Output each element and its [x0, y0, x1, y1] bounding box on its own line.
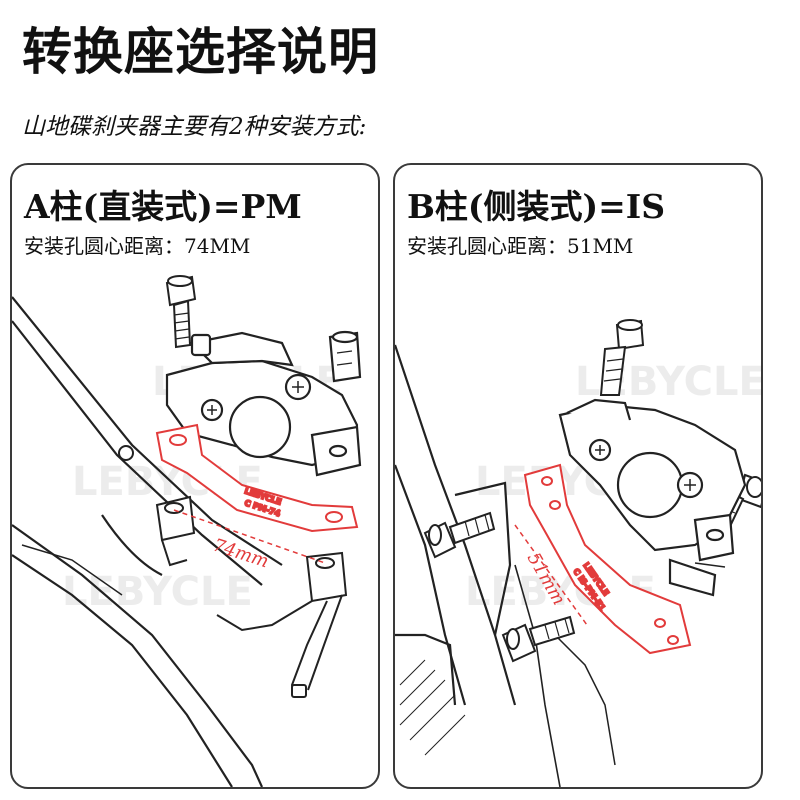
frame-tube: [12, 296, 283, 787]
mounting-bolt: [501, 615, 576, 663]
fork-hatch: [399, 659, 466, 756]
caliper: [558, 398, 747, 597]
is-mount-illustration: LEBYCLE LEBYCLE LEBYCLE: [395, 319, 761, 787]
page-title: 转换座选择说明: [22, 23, 379, 81]
panel-description: 安装孔圆心距离：51MM: [407, 234, 634, 258]
post-mount-tabs: [155, 495, 348, 698]
panel-description: 安装孔圆心距离：74MM: [24, 234, 251, 258]
post-mount-illustration: LEBYCLE LEBYCLE LEBYCLE: [12, 275, 362, 787]
panel-title: A柱(直装式)=PM: [24, 187, 302, 226]
mounting-bolt: [165, 275, 197, 349]
caliper: [165, 330, 362, 477]
svg-text:LEBYCLE: LEBYCLE: [62, 569, 253, 615]
page-subtitle: 山地碟刹夹器主要有2种安装方式:: [22, 114, 367, 140]
mounting-bolt: [599, 319, 645, 396]
panel-title: B柱(侧装式)=IS: [407, 187, 666, 226]
mounting-bolt: [423, 511, 496, 559]
panel-is-mount: LEBYCLE LEBYCLE LEBYCLE: [393, 163, 763, 789]
fork-leg: [395, 344, 616, 787]
panel-post-mount: LEBYCLE LEBYCLE LEBYCLE: [10, 163, 380, 789]
frame-bolt-hole: [118, 445, 134, 461]
